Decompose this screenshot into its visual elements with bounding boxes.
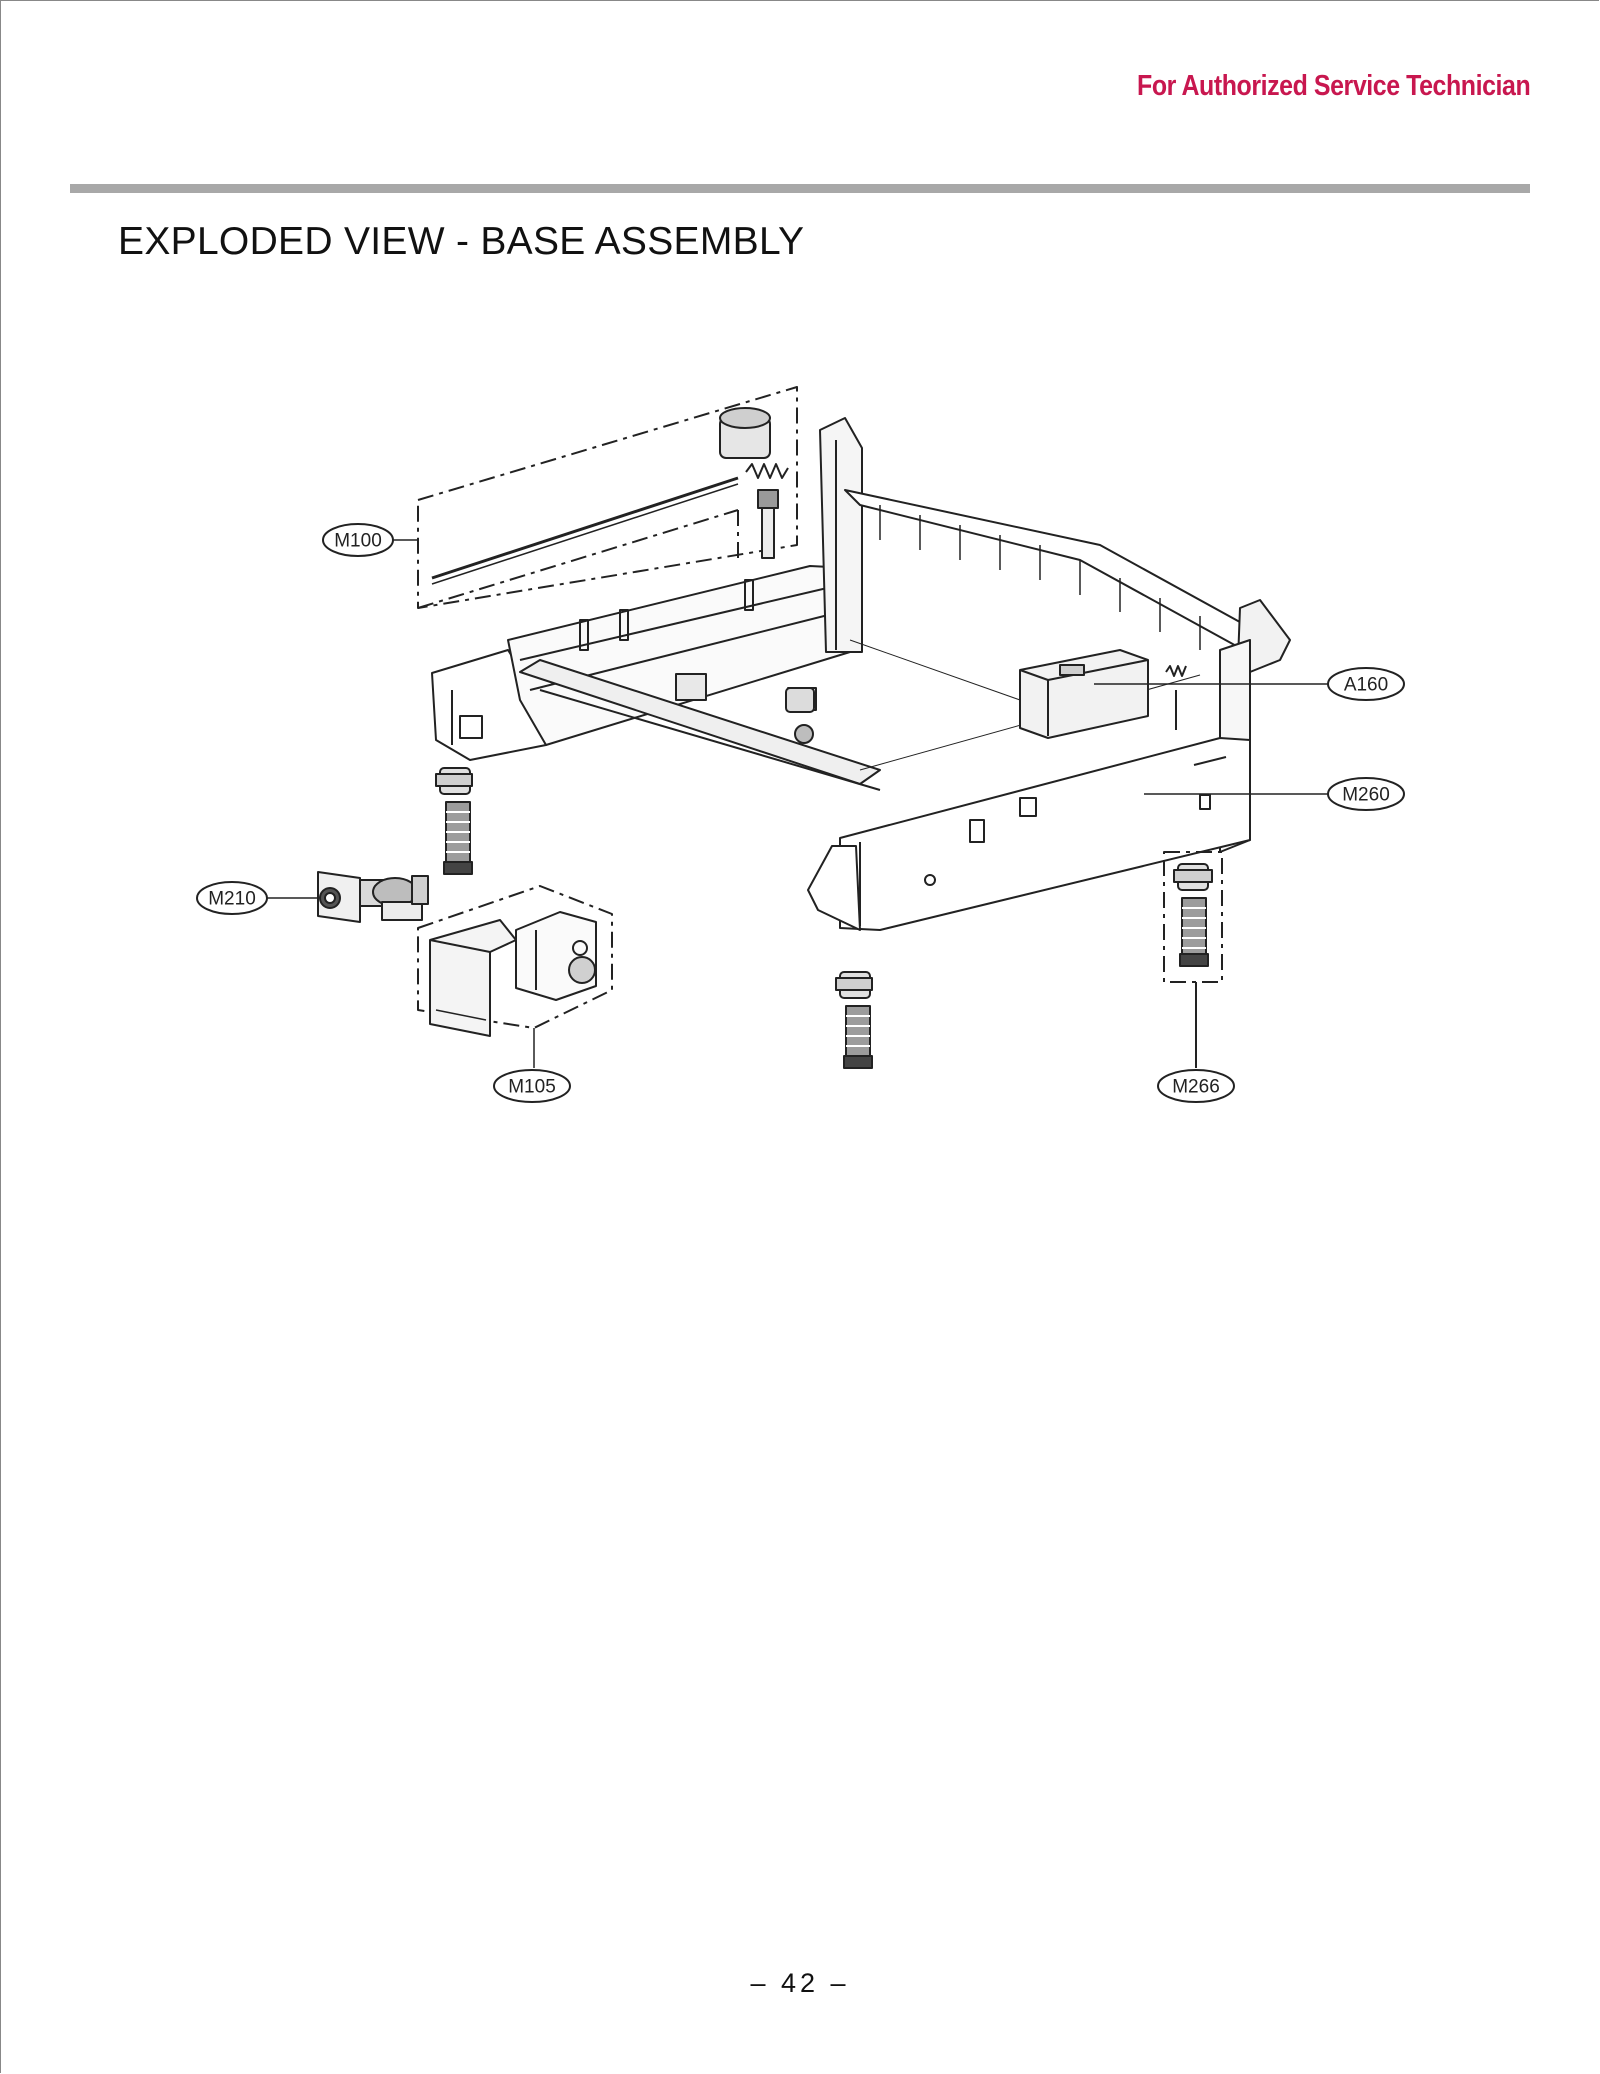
callout-m260: M260 [1342, 785, 1390, 806]
service-note: For Authorized Service Technician [1136, 70, 1531, 102]
m100-group [417, 386, 798, 609]
header-rule [70, 184, 1530, 193]
m266-group [1163, 851, 1223, 1068]
callout-m210-oval [196, 881, 268, 915]
center-leveling-foot [835, 971, 873, 1069]
callout-m105-oval [493, 1069, 571, 1103]
callout-m266-oval [1157, 1069, 1235, 1103]
callout-m100: M100 [334, 531, 382, 552]
callout-m105: M105 [508, 1077, 556, 1098]
m210-part [317, 871, 429, 923]
left-leveling-foot [435, 767, 473, 875]
callout-a160: A160 [1344, 675, 1388, 696]
callout-m210: M210 [208, 889, 256, 910]
m105-group [417, 885, 613, 1037]
callout-m266: M266 [1172, 1077, 1220, 1098]
frame-leveling-foot [785, 687, 815, 713]
callout-m100-oval [322, 523, 394, 557]
callout-m260-oval [1327, 777, 1405, 811]
leader-lines [267, 539, 1328, 1068]
a160-part [1019, 649, 1187, 739]
callout-a160-oval [1327, 667, 1405, 701]
page-title: EXPLODED VIEW - BASE ASSEMBLY [118, 220, 805, 263]
base-frame [431, 417, 1291, 931]
page-number: – 42 – [750, 1968, 850, 1998]
